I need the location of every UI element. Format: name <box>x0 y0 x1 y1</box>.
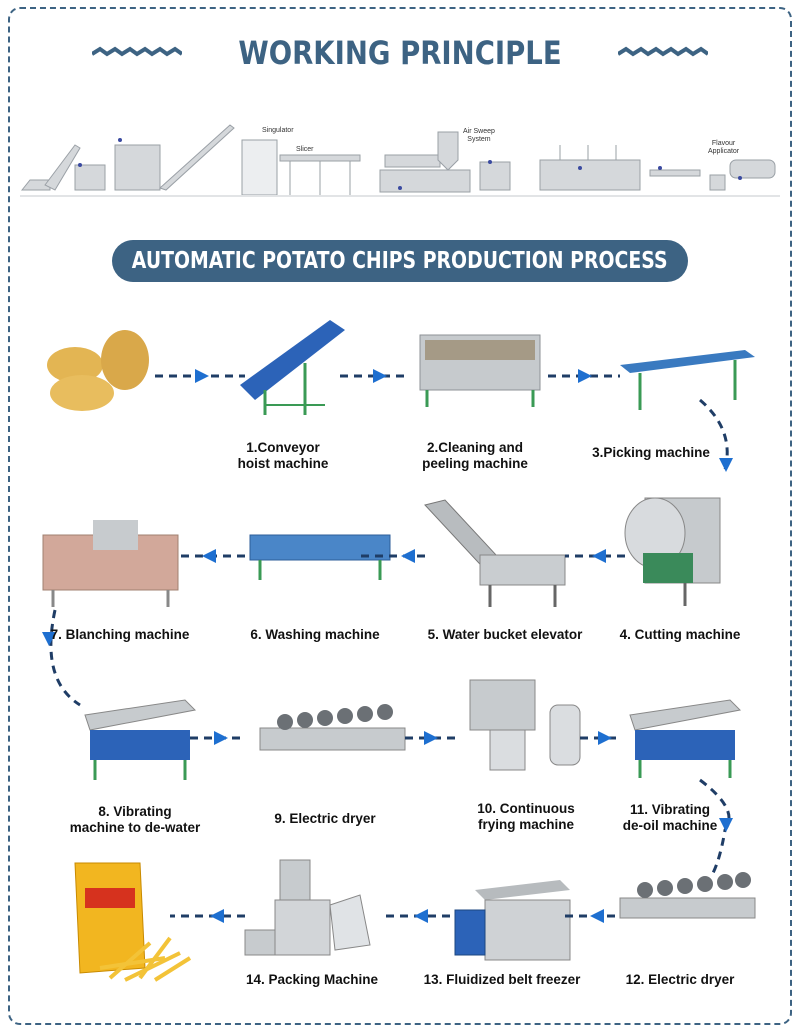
blanching-machine-image <box>42 520 179 607</box>
callout-singulator: Singulator <box>262 127 294 134</box>
step-label-1: 1.Conveyor hoist machine <box>237 440 329 471</box>
continuous-frying-machine-image <box>469 679 581 771</box>
step-label-8: 8. Vibrating machine to de-water <box>69 804 201 835</box>
step-label-6: 6. Washing machine <box>250 627 380 642</box>
wave-ornament-right <box>618 46 708 57</box>
step-label-10: 10. Continuous frying machine <box>477 801 575 832</box>
callout-flavour-applicator: Flavour Applicator <box>708 140 740 155</box>
step-label-5: 5. Water bucket elevator <box>427 627 583 642</box>
vibrating-dewater-machine-image <box>84 699 197 780</box>
wave-ornament-left <box>92 46 182 57</box>
step-label-7: 7. Blanching machine <box>50 627 190 642</box>
step-label-13: 13. Fluidized belt freezer <box>423 972 581 987</box>
potatoes-image <box>47 330 149 411</box>
step-label-12: 12. Electric dryer <box>625 972 735 987</box>
cleaning-peeling-machine-image <box>419 334 541 407</box>
step-label-14: 14. Packing Machine <box>245 972 379 987</box>
potato-chips-product-image <box>74 862 192 982</box>
electric-dryer-image <box>259 704 406 751</box>
step-label-3: 3.Picking machine <box>592 445 710 460</box>
page-title: WORKING PRINCIPLE <box>238 34 562 72</box>
picking-machine-image <box>620 350 755 410</box>
step-label-4: 4. Cutting machine <box>619 627 741 642</box>
callout-air-sweep-system: Air Sweep System <box>463 128 495 143</box>
packing-machine-image <box>244 859 371 956</box>
step-label-2: 2.Cleaning and peeling machine <box>422 440 528 471</box>
dashed-frame <box>8 7 792 1025</box>
cutting-machine-image <box>624 497 721 606</box>
callout-slicer: Slicer <box>296 146 314 153</box>
water-bucket-elevator-image <box>424 499 566 607</box>
production-line-overview <box>20 124 780 197</box>
electric-dryer-2-image <box>619 872 756 919</box>
process-title: AUTOMATIC POTATO CHIPS PRODUCTION PROCES… <box>132 248 668 274</box>
step-label-11: 11. Vibrating de-oil machine <box>622 802 718 833</box>
conveyor-hoist-machine-image <box>240 320 345 415</box>
fluidized-belt-freezer-image <box>454 880 571 961</box>
process-title-badge: AUTOMATIC POTATO CHIPS PRODUCTION PROCES… <box>112 240 688 282</box>
vibrating-deoil-machine-image <box>629 699 742 778</box>
washing-machine-image <box>249 534 391 580</box>
step-label-9: 9. Electric dryer <box>274 811 376 826</box>
